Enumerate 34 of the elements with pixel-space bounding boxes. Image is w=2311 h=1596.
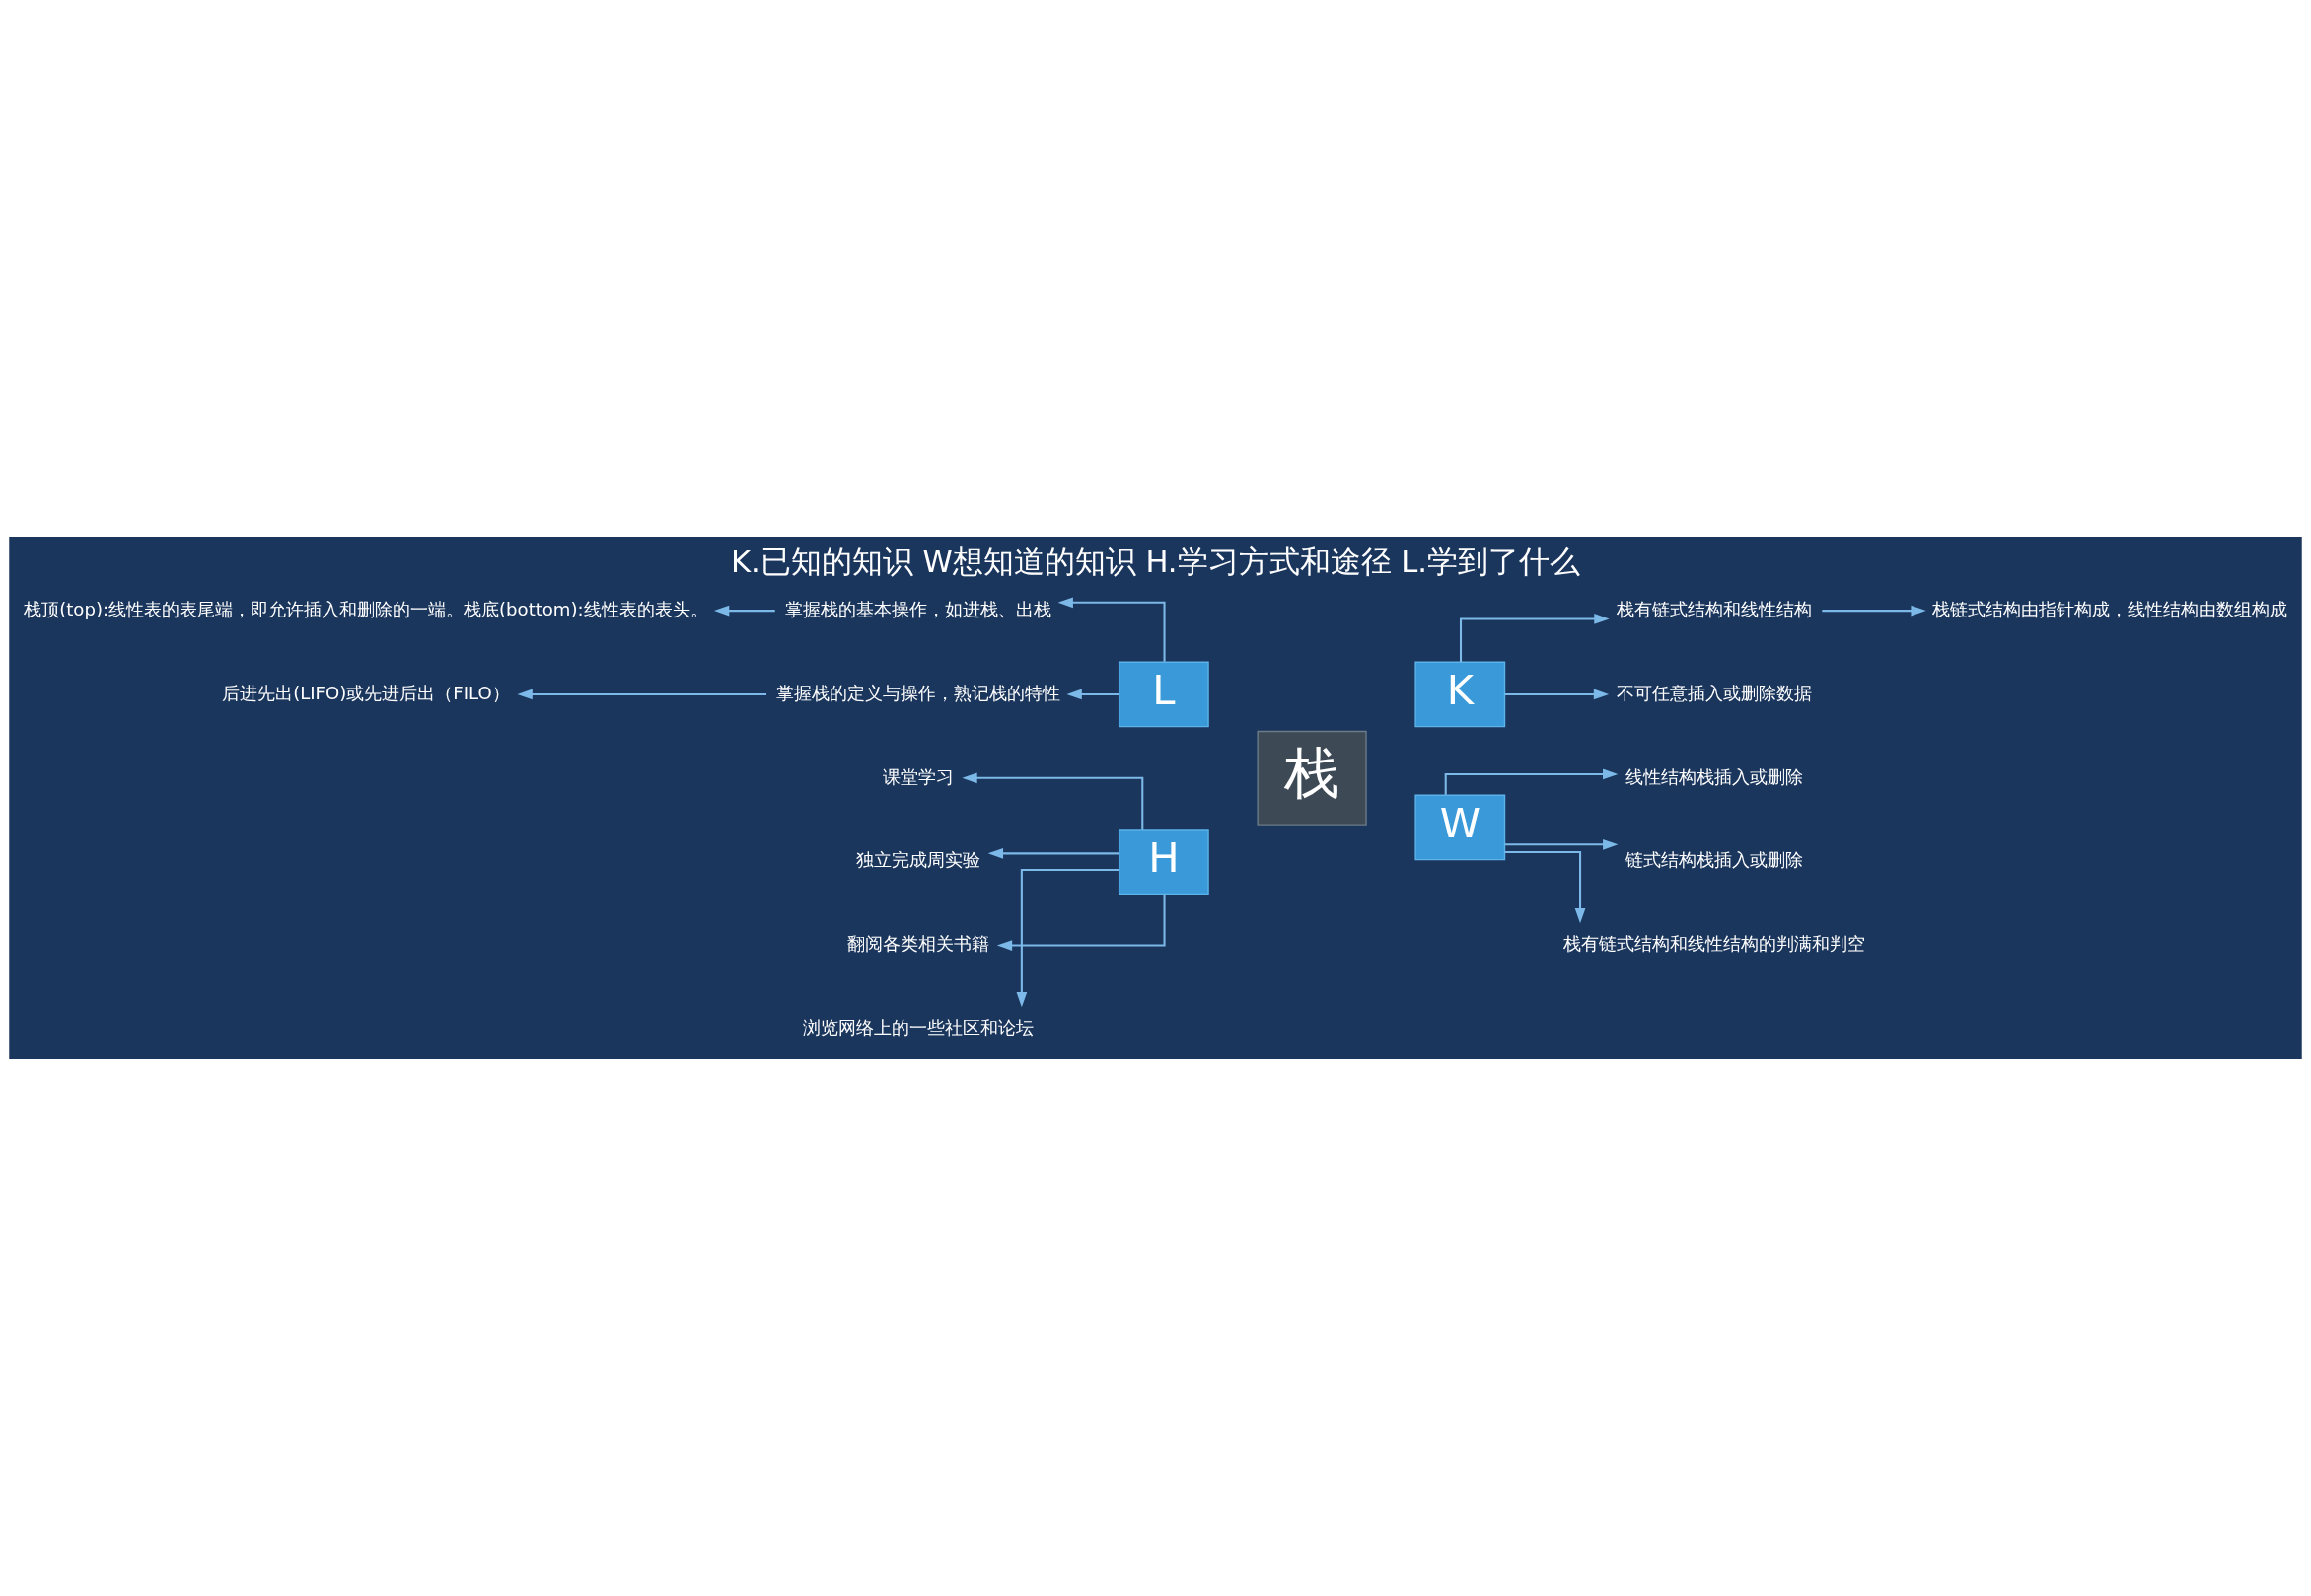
- node-text: 后进先出(LIFO)或先进后出（FILO）: [222, 682, 510, 703]
- arrow: [996, 894, 1166, 951]
- arrow: [1459, 614, 1610, 663]
- arrow: [1057, 597, 1166, 662]
- node-box: L: [1118, 661, 1209, 728]
- node-text: 不可任意插入或删除数据: [1616, 682, 1812, 703]
- node-box: W: [1414, 794, 1506, 861]
- node-text: 栈顶(top):线性表的表尾端，即允许插入和删除的一端。栈底(bottom):线性表的表头。: [24, 598, 708, 619]
- arrow: [1066, 689, 1119, 700]
- arrow: [517, 689, 767, 700]
- node-text: 链式结构栈插入或删除: [1625, 849, 1803, 871]
- node-text: 掌握栈的定义与操作，熟记栈的特性: [775, 682, 1060, 703]
- node-text: 翻阅各类相关书籍: [846, 933, 989, 955]
- node-text: 独立完成周实验: [855, 849, 980, 871]
- arrow: [1822, 605, 1926, 617]
- node-text: 掌握栈的基本操作，如进栈、出栈: [784, 598, 1051, 619]
- node-box: H: [1118, 829, 1209, 896]
- diagram-title: K.已知的知识 W想知道的知识 H.学习方式和途径 L.学到了什么: [730, 544, 1581, 579]
- node-text: 浏览网络上的一些社区和论坛: [802, 1017, 1034, 1039]
- arrow: [1444, 768, 1619, 795]
- arrow: [987, 847, 1119, 859]
- arrow: [1504, 689, 1610, 700]
- node-text: 线性结构栈插入或删除: [1625, 765, 1803, 787]
- node-text: 课堂学习: [882, 765, 954, 787]
- node-text: 栈有链式结构和线性结构: [1616, 598, 1812, 619]
- arrow: [1504, 850, 1586, 924]
- arrow: [713, 605, 775, 617]
- node-box: 栈: [1257, 730, 1367, 826]
- arrow: [1504, 838, 1619, 850]
- arrow: [962, 772, 1144, 830]
- node-box: K: [1414, 661, 1506, 728]
- arrow: [1016, 869, 1119, 1008]
- node-text: 栈链式结构由指针构成，线性结构由数组构成: [1931, 598, 2287, 619]
- node-text: 栈有链式结构和线性结构的判满和判空: [1562, 933, 1865, 955]
